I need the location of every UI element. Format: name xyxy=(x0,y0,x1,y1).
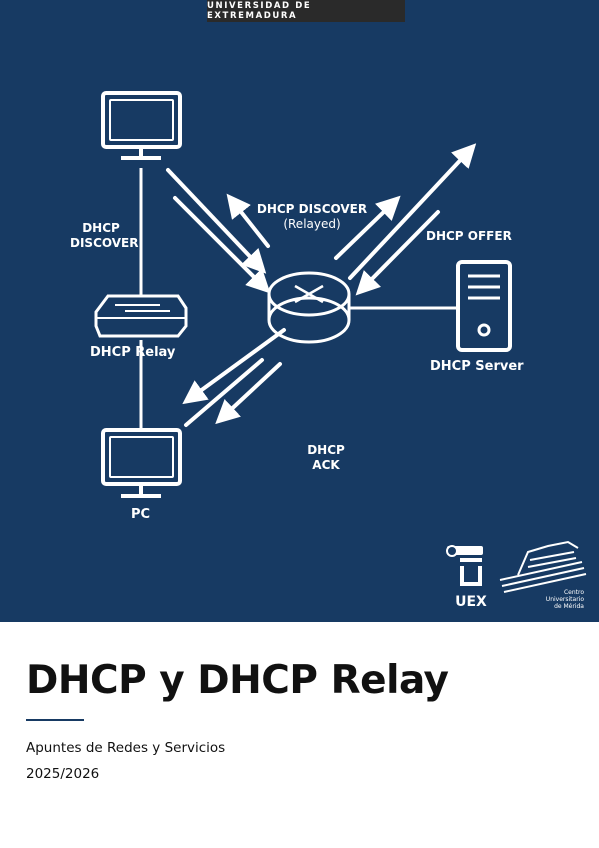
label-dhcp-relay: DHCP Relay xyxy=(90,345,176,360)
label-dhcp-discover-line1: DHCP xyxy=(82,221,120,235)
dhcp-relay-diagram: UEX Centro Universitario de Mérida xyxy=(94,91,587,610)
label-ack-line1: DHCP xyxy=(307,443,345,457)
university-banner: UNIVERSIDAD DE EXTREMADURA xyxy=(207,0,405,22)
label-dhcp-offer: DHCP OFFER xyxy=(426,229,512,243)
document-title: DHCP y DHCP Relay xyxy=(26,658,449,703)
label-ack-line2: ACK xyxy=(312,458,340,472)
message-arrows xyxy=(166,143,477,427)
title-divider xyxy=(26,719,84,721)
label-dhcp-discover-relayed: DHCP DISCOVER (Relayed) xyxy=(248,202,376,232)
label-dhcp-ack: DHCP ACK xyxy=(298,443,354,473)
label-dhcp-discover-line2: DISCOVER xyxy=(70,236,139,250)
centro-line-2: Universitario xyxy=(546,596,585,603)
relay-switch-icon xyxy=(94,294,188,338)
server-icon xyxy=(456,260,512,352)
label-dhcp-discover: DHCP DISCOVER xyxy=(70,221,139,251)
uex-logo: UEX xyxy=(446,545,487,610)
uex-logo-text: UEX xyxy=(455,594,487,610)
centro-universitario-logo xyxy=(499,540,587,593)
label-relayed-line1: DHCP DISCOVER xyxy=(256,202,368,216)
label-pc: PC xyxy=(131,507,151,522)
cover-image: UNIVERSIDAD DE EXTREMADURA xyxy=(0,0,599,622)
label-dhcp-server: DHCP Server xyxy=(430,359,524,374)
label-relayed-line2: (Relayed) xyxy=(283,217,341,231)
top-computer-icon xyxy=(101,91,182,160)
document-subtitle: Apuntes de Redes y Servicios xyxy=(26,740,226,756)
centro-line-3: de Mérida xyxy=(554,603,584,610)
router-icon xyxy=(267,271,351,344)
centro-line-1: Centro xyxy=(564,589,584,596)
pc-computer-icon xyxy=(101,428,182,498)
connection-lines xyxy=(139,168,456,428)
document-year: 2025/2026 xyxy=(26,766,100,782)
